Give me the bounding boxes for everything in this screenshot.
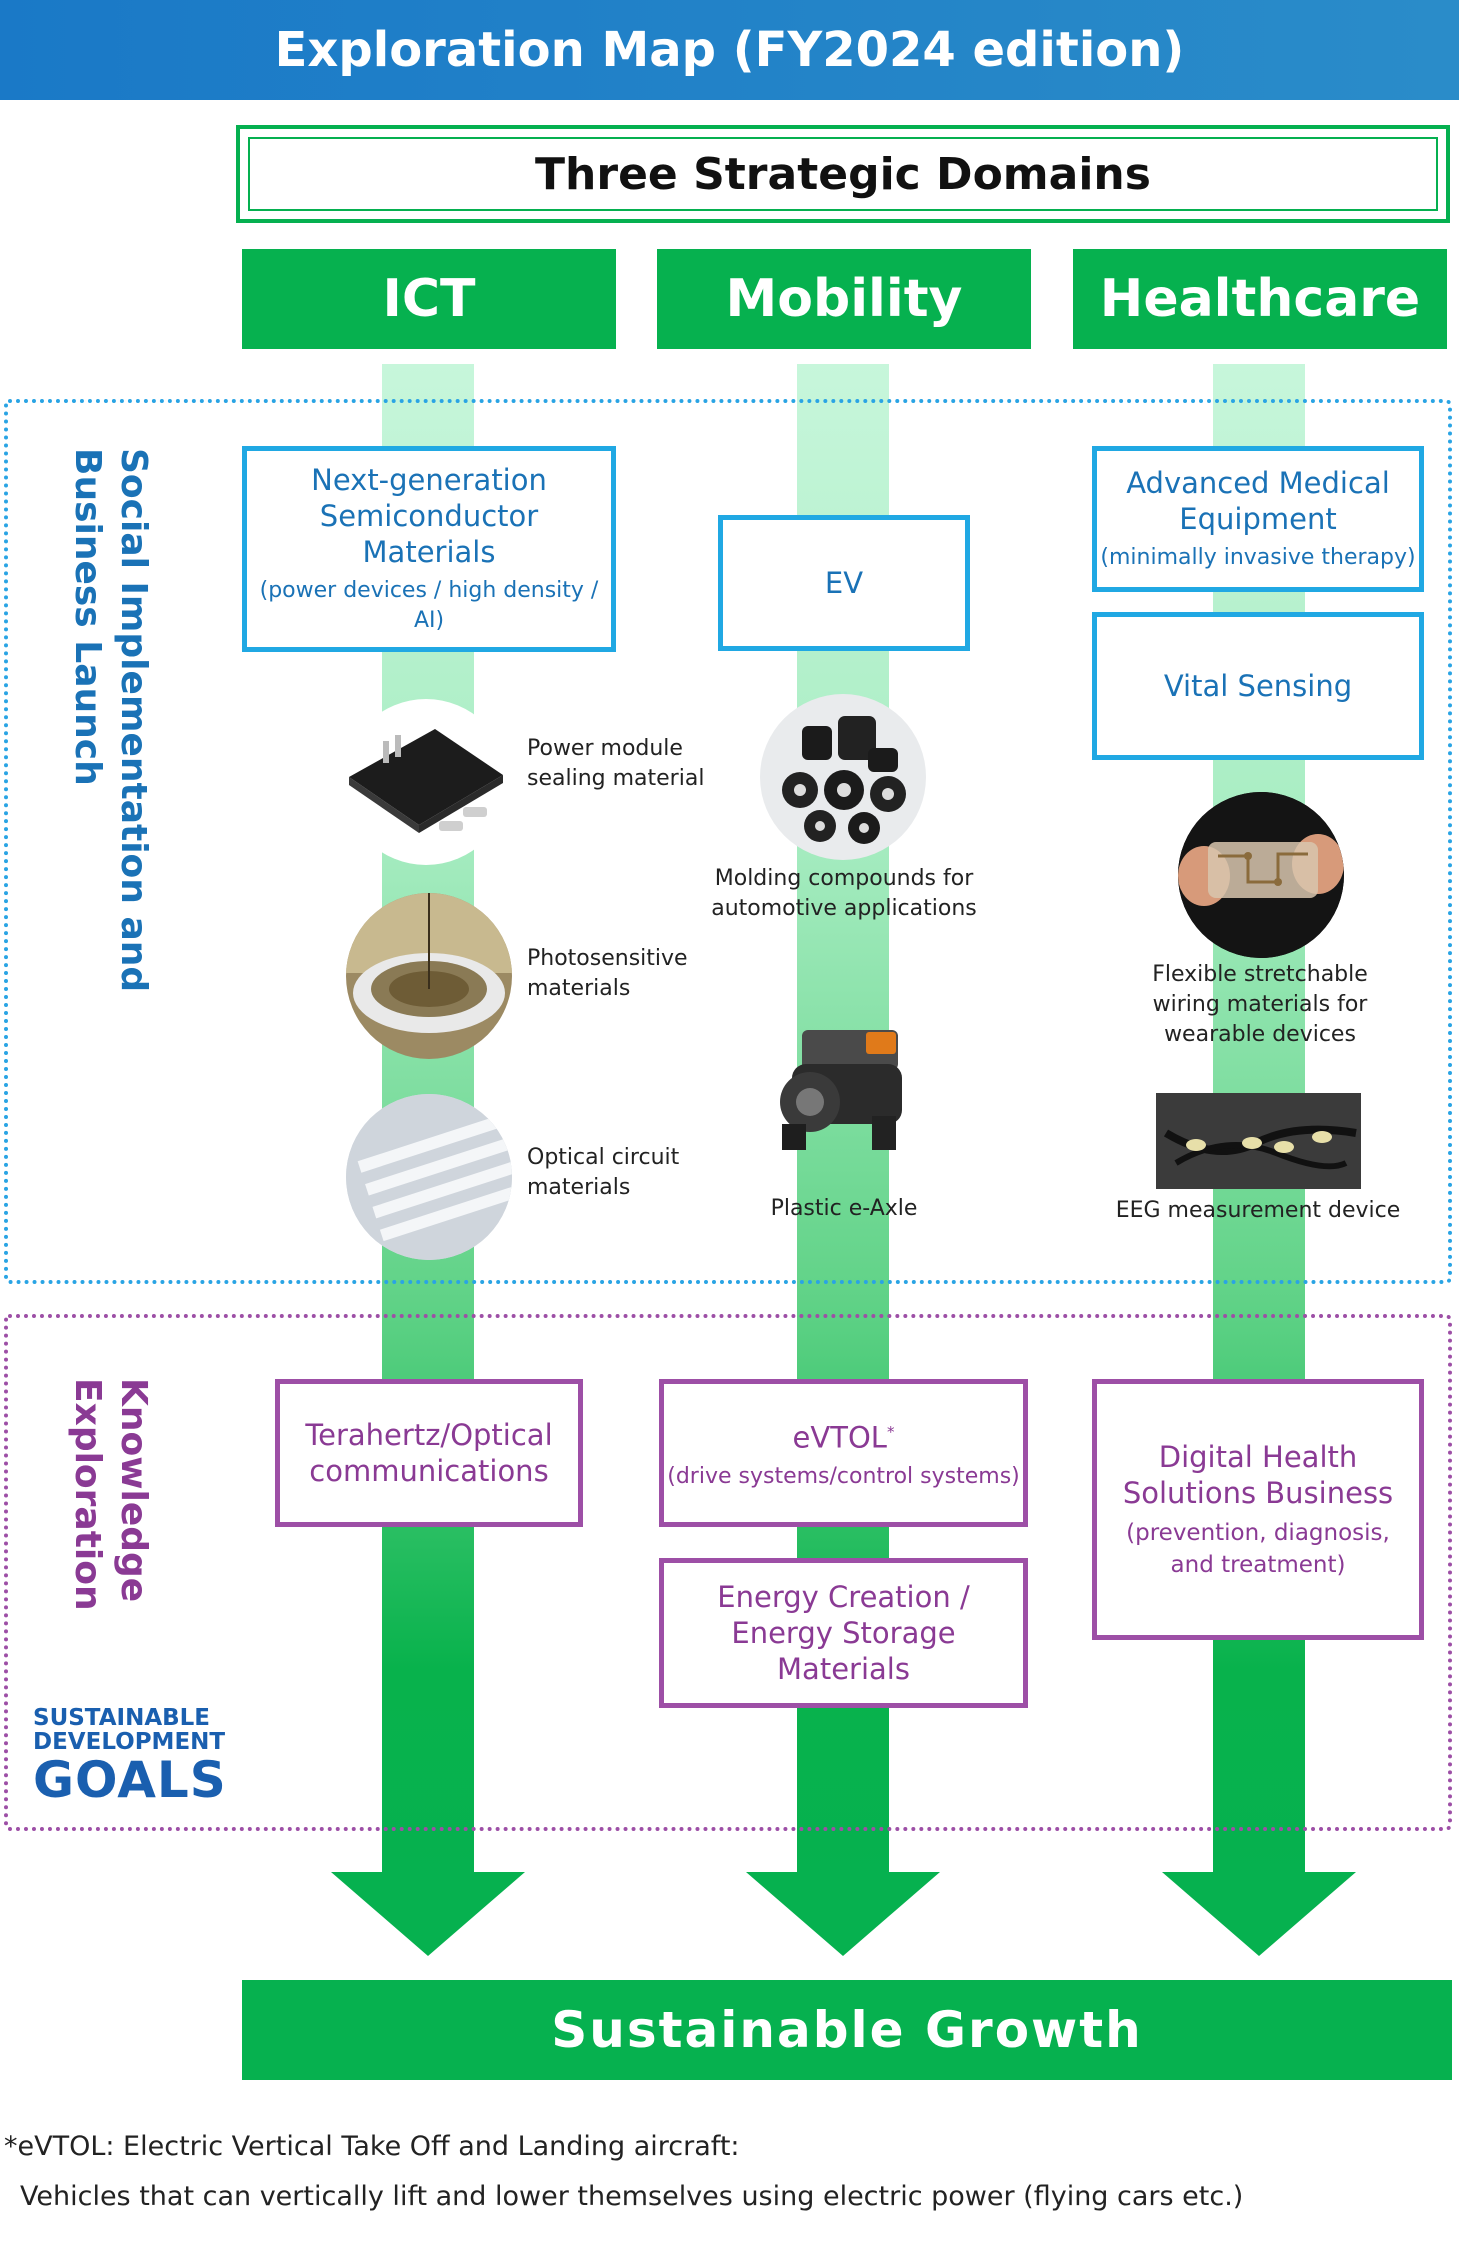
ict-arrowhead <box>331 1872 525 1956</box>
plastic-e-axle-image <box>762 1020 928 1160</box>
ev-box: EV <box>718 515 970 651</box>
vital-sensing-box: Vital Sensing <box>1092 612 1424 760</box>
power-module-image <box>343 699 509 865</box>
plastic-e-axle-caption: Plastic e-Axle <box>770 1196 918 1221</box>
advanced-medical-equipment-box: Advanced Medical Equipment (minimally in… <box>1092 446 1424 592</box>
sdg-logo: SUSTAINABLE DEVELOPMENT GOALS <box>33 1705 227 1809</box>
sdg-goals-wordmark: GOALS <box>33 1751 227 1809</box>
strategic-domains-title: Three Strategic Domains <box>248 137 1438 211</box>
terahertz-optical-box: Terahertz/Optical communications <box>275 1379 583 1527</box>
molding-compounds-image <box>760 694 926 860</box>
footnote-line-2: Vehicles that can vertically lift and lo… <box>20 2181 1244 2212</box>
knowledge-exploration-zone <box>4 1314 1452 1831</box>
column-ict: ICT <box>242 249 616 349</box>
optical-circuit-image <box>346 1094 512 1260</box>
sustainable-growth-banner: Sustainable Growth <box>242 1980 1452 2080</box>
healthcare-arrowhead <box>1162 1872 1356 1956</box>
semiconductor-materials-box: Next-generation Semiconductor Materials … <box>242 446 616 652</box>
column-healthcare: Healthcare <box>1073 249 1447 349</box>
footnote-line-1: *eVTOL: Electric Vertical Take Off and L… <box>4 2131 740 2162</box>
evtol-box: eVTOL* (drive systems/control systems) <box>659 1379 1028 1527</box>
social-implementation-zone <box>4 399 1452 1284</box>
eeg-device-caption: EEG measurement device <box>1115 1198 1401 1223</box>
photosensitive-materials-image <box>346 893 512 1059</box>
mobility-arrowhead <box>746 1872 940 1956</box>
page-title: Exploration Map (FY2024 edition) <box>0 0 1459 100</box>
column-mobility: Mobility <box>657 249 1031 349</box>
strategic-domains-banner: Three Strategic Domains <box>236 125 1450 223</box>
flexible-wiring-image <box>1178 792 1344 958</box>
eeg-device-image <box>1156 1093 1361 1189</box>
energy-materials-box: Energy Creation / Energy Storage Materia… <box>659 1558 1028 1708</box>
digital-health-box: Digital Health Solutions Business (preve… <box>1092 1379 1424 1640</box>
